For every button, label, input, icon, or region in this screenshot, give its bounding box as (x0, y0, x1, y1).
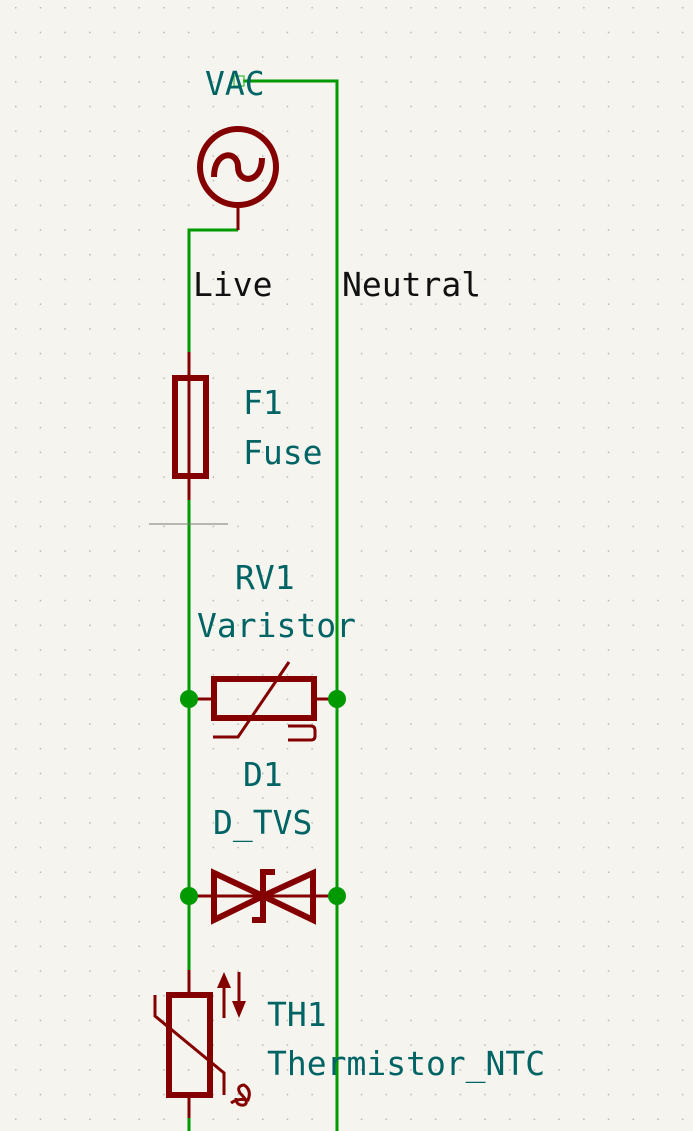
net-label-neutral: Neutral (342, 265, 481, 304)
fuse-symbol[interactable] (172, 352, 209, 500)
vac-ref-label: VAC (205, 64, 265, 103)
junction-dot (180, 887, 198, 905)
thermistor-symbol[interactable] (153, 970, 251, 1118)
thermistor-value-label: Thermistor_NTC (267, 1044, 545, 1084)
tvs-diode-symbol[interactable] (189, 868, 337, 925)
junction-dot (328, 887, 346, 905)
thermistor-ref-label: TH1 (267, 995, 327, 1034)
neutral-wire[interactable] (243, 79, 339, 1131)
varistor-ref-label: RV1 (235, 558, 295, 597)
varistor-value-label: Varistor (197, 606, 356, 645)
net-label-live: Live (193, 265, 272, 304)
junction-dot (180, 690, 198, 708)
junction-dot (328, 690, 346, 708)
wire-endpoint-marker (233, 75, 245, 87)
tvs-ref-label: D1 (243, 755, 283, 794)
fuse-value-label: Fuse (243, 433, 322, 472)
tvs-value-label: D_TVS (213, 803, 312, 843)
fuse-ref-label: F1 (243, 383, 283, 422)
vac-source-symbol[interactable] (197, 126, 279, 230)
